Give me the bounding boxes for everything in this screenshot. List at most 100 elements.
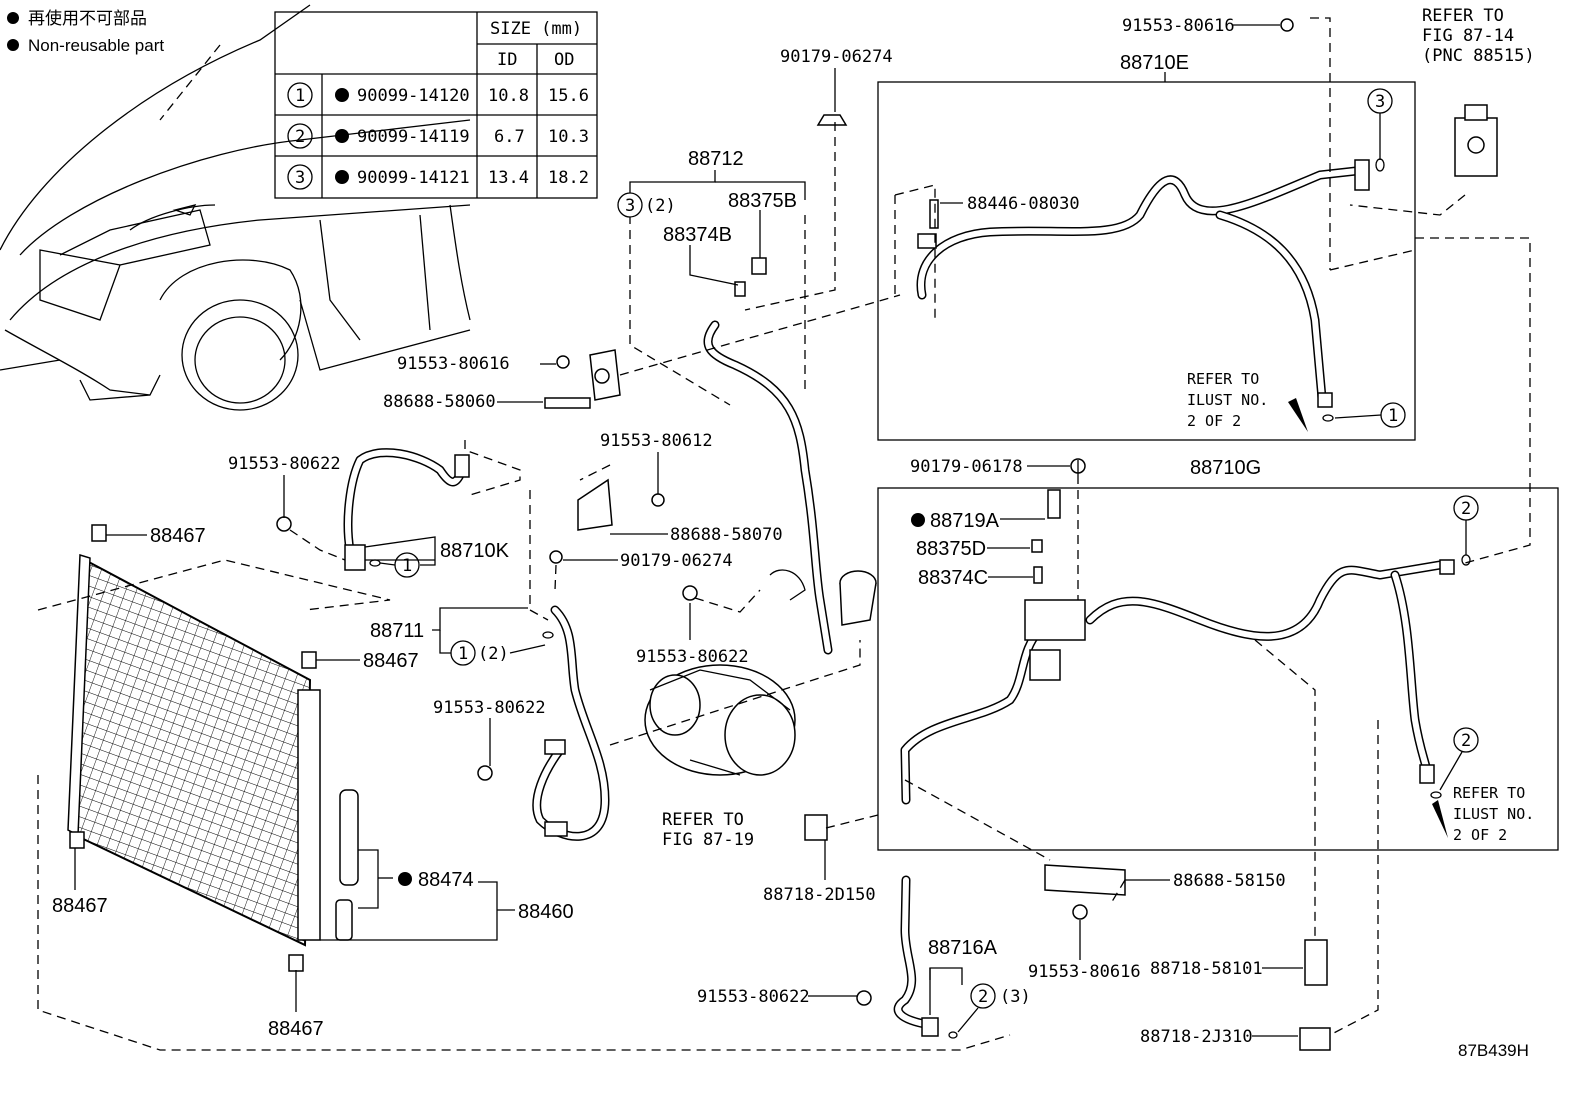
non-reusable-bullet-icon <box>335 129 349 143</box>
callout-1-qty: (2) <box>478 644 509 664</box>
label-88467-a: 88467 <box>150 525 206 547</box>
refer-ilust-e-line2: ILUST NO. <box>1187 391 1268 409</box>
label-88460: 88460 <box>518 901 574 923</box>
callout-2: 2 <box>1461 499 1471 519</box>
assembly-box-88710E <box>877 81 1416 441</box>
refer-ilust-g-line1: REFER TO <box>1453 784 1525 802</box>
label-91553-80622-c: 91553-80622 <box>433 698 546 718</box>
label-88688-58070: 88688-58070 <box>670 525 783 545</box>
label-88374C: 88374C <box>918 567 988 589</box>
callout-1: 1 <box>1388 406 1398 426</box>
condenser-88460 <box>67 524 359 972</box>
label-88710E: 88710E <box>1120 52 1189 74</box>
non-reusable-bullet-icon <box>911 513 925 527</box>
label-88375B: 88375B <box>728 190 797 212</box>
cushion-88467-c <box>69 831 85 849</box>
row3-no: 3 <box>295 168 305 188</box>
label-91553-80616-top: 91553-80616 <box>1122 16 1235 36</box>
label-88375D: 88375D <box>916 538 986 560</box>
label-88474: 88474 <box>418 869 474 891</box>
callout-3: 3 <box>1375 92 1385 112</box>
label-88467-b: 88467 <box>363 650 419 672</box>
label-88710G: 88710G <box>1190 457 1261 479</box>
label-91553-80616-low: 91553-80616 <box>1028 962 1141 982</box>
refer-ilust-e-line3: 2 OF 2 <box>1187 412 1241 430</box>
label-90179-06274-mid: 90179-06274 <box>620 551 733 571</box>
label-88688-58060: 88688-58060 <box>383 392 496 412</box>
label-91553-80622-a: 91553-80622 <box>228 454 341 474</box>
label-88718-2D150: 88718-2D150 <box>763 885 876 905</box>
callout-1: 1 <box>458 644 468 664</box>
label-88716A: 88716A <box>928 937 998 959</box>
row2-part: 90099-14119 <box>357 127 470 147</box>
legend: 再使用不可部品 Non-reusable part <box>7 8 164 55</box>
cushion-88467-b <box>301 651 317 669</box>
legend-en: Non-reusable part <box>28 36 164 55</box>
row1-id: 10.8 <box>488 86 529 106</box>
label-88467-c: 88467 <box>52 895 108 917</box>
callout-3-qty: (2) <box>645 196 676 216</box>
refer-fig87-19-line2: FIG 87-19 <box>662 830 754 850</box>
small-parts <box>276 18 1455 1051</box>
pipes <box>343 165 1445 1030</box>
label-88446-08030: 88446-08030 <box>967 194 1080 214</box>
non-reusable-bullet-icon <box>7 39 19 51</box>
vehicle-outline-illustration <box>0 4 471 411</box>
receiver-tank <box>297 689 321 941</box>
col-id: ID <box>497 50 517 70</box>
valve-block-88710G <box>1024 489 1086 681</box>
leader-lines <box>74 24 1448 1037</box>
label-90179-06178: 90179-06178 <box>910 457 1023 477</box>
size-header: SIZE (mm) <box>490 19 582 39</box>
label-88711: 88711 <box>370 620 424 642</box>
label-91553-80616-mid: 91553-80616 <box>397 354 510 374</box>
label-88467-d: 88467 <box>268 1018 324 1040</box>
row2-od: 10.3 <box>548 127 589 147</box>
row1-part: 90099-14120 <box>357 86 470 106</box>
callouts: 3 3 (2) 1 1 1 (2) 2 2 2 (3) <box>369 88 1479 1039</box>
figure-code: 87B439H <box>1458 1041 1529 1060</box>
col-od: OD <box>554 50 574 70</box>
label-88718-2J310: 88718-2J310 <box>1140 1027 1253 1047</box>
refer-fig87-19-line1: REFER TO <box>662 810 744 830</box>
callout-1: 1 <box>402 556 412 576</box>
refer-ilust-g-line2: ILUST NO. <box>1453 805 1534 823</box>
row1-od: 15.6 <box>548 86 589 106</box>
row3-id: 13.4 <box>488 168 529 188</box>
callout-3: 3 <box>625 196 635 216</box>
row2-id: 6.7 <box>494 127 525 147</box>
label-88374B: 88374B <box>663 224 732 246</box>
label-91553-80612: 91553-80612 <box>600 431 713 451</box>
label-90179-06274-top: 90179-06274 <box>780 47 893 67</box>
label-88718-58101: 88718-58101 <box>1150 959 1263 979</box>
refer-ilust-e-line1: REFER TO <box>1187 370 1259 388</box>
refer-arrow-icon <box>1432 800 1448 838</box>
row2-no: 2 <box>295 127 305 147</box>
label-88719A: 88719A <box>930 510 1000 532</box>
callout-2: 2 <box>1461 731 1471 751</box>
callout-2: 2 <box>978 987 988 1007</box>
label-91553-80622-d: 91553-80622 <box>697 987 810 1007</box>
callout-2-qty: (3) <box>1000 987 1031 1007</box>
row1-no: 1 <box>295 86 305 106</box>
part-labels: 91553-80616 90179-06274 88710E REFER TO … <box>52 6 1535 1060</box>
size-table: SIZE (mm) ID OD 1 90099-14120 10.8 15.6 … <box>274 11 598 199</box>
refer-fig87-14-line1: REFER TO <box>1422 6 1504 26</box>
desiccant-88474 <box>339 789 359 886</box>
muffler-illustration <box>769 569 877 626</box>
assembly-box-88710G <box>877 487 1559 851</box>
refer-ilust-g-line3: 2 OF 2 <box>1453 826 1507 844</box>
cushion-88467-d <box>288 954 304 972</box>
cushion-88467-a <box>91 524 107 542</box>
label-91553-80622-b: 91553-80622 <box>636 647 749 667</box>
row3-od: 18.2 <box>548 168 589 188</box>
non-reusable-bullet-icon <box>335 88 349 102</box>
refer-arrow-icon <box>1288 398 1308 432</box>
non-reusable-bullet-icon <box>7 12 19 24</box>
pressure-switch-88719A <box>1047 489 1061 519</box>
cap-plug <box>335 899 353 941</box>
expansion-valve <box>1454 104 1498 177</box>
non-reusable-bullet-icon <box>398 872 412 886</box>
label-88710K: 88710K <box>440 540 510 562</box>
